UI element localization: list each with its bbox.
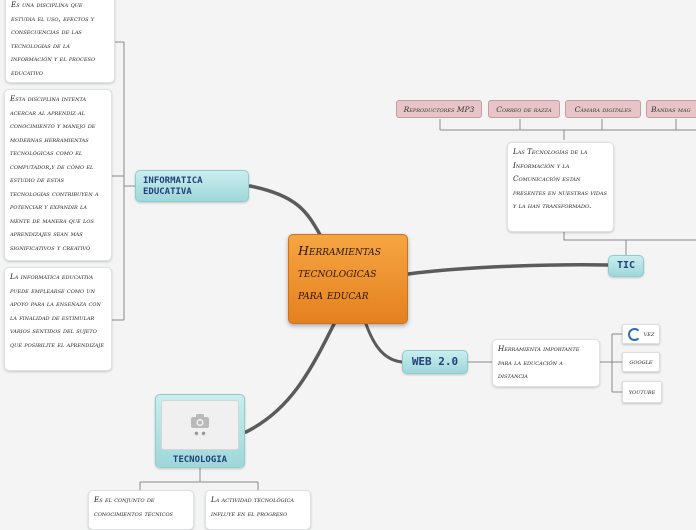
topic-web-label: WEB 2.0 [411, 355, 459, 368]
topic-informatica-label: INFORMATICA EDUCATIVA [143, 176, 203, 197]
topic-web-2-0[interactable]: WEB 2.0 [402, 350, 468, 374]
note-informatica-3-text: La informática educativa puede emplearse… [10, 272, 105, 349]
note-tecnologia-1[interactable]: Es el conjunto de conocimientos técnicos [88, 490, 194, 530]
note-tecnologia-2-text: La actividad tecnológica influye en el p… [211, 495, 295, 518]
carousel-dots: ● ● [194, 430, 206, 437]
central-topic[interactable]: Herramientas tecnologicas para educar [288, 234, 408, 324]
chip-bandas-label: Bandas mag [651, 105, 691, 114]
image-placeholder: ● ● [161, 400, 239, 450]
vez-swirl-icon [627, 327, 641, 341]
chip-reproductores-label: Reproductores MP3 [403, 105, 475, 114]
topic-tic[interactable]: TIC [608, 255, 644, 277]
logo-google[interactable]: google [622, 352, 660, 372]
note-informatica-2-text: Esta disciplina intenta acercar al apren… [10, 94, 99, 252]
topic-informatica-educativa[interactable]: INFORMATICA EDUCATIVA [135, 170, 249, 202]
note-informatica-1-text: Es una disciplina que estudia el uso, ef… [11, 0, 96, 77]
chip-correo-label: Correo de razza [496, 105, 552, 114]
note-informatica-1[interactable]: Es una disciplina que estudia el uso, ef… [5, 0, 115, 83]
chip-reproductores-mp3[interactable]: Reproductores MP3 [396, 100, 482, 118]
note-informatica-3[interactable]: La informática educativa puede emplearse… [4, 267, 112, 371]
note-tic-text: Las Tecnologías de la Información y la C… [513, 147, 607, 210]
topic-tecnologia[interactable]: ● ● TECNOLOGIA [155, 394, 245, 468]
note-web-text: Herramienta importante para la educación… [498, 344, 580, 380]
logo-vez[interactable]: vez [622, 324, 660, 344]
logo-vez-label: vez [643, 330, 655, 338]
logo-youtube-label: youtube [628, 388, 656, 396]
central-title: Herramientas tecnologicas para educar [298, 243, 381, 302]
note-informatica-2[interactable]: Esta disciplina intenta acercar al apren… [4, 89, 112, 261]
chip-camara-digitales[interactable]: Cámara digitales [565, 100, 641, 118]
camera-icon [191, 414, 209, 428]
topic-tecnologia-label: TECNOLOGIA [172, 455, 228, 465]
note-web[interactable]: Herramienta importante para la educación… [492, 339, 600, 387]
note-tic[interactable]: Las Tecnologías de la Información y la C… [507, 142, 614, 232]
chip-bandas-magneticas[interactable]: Bandas mag [646, 100, 696, 118]
note-tecnologia-2[interactable]: La actividad tecnológica influye en el p… [205, 490, 311, 530]
topic-tic-label: TIC [616, 260, 636, 271]
chip-camara-label: Cámara digitales [574, 105, 632, 114]
note-tecnologia-1-text: Es el conjunto de conocimientos técnicos [94, 495, 173, 518]
chip-correo[interactable]: Correo de razza [488, 100, 560, 118]
logo-google-label: google [629, 358, 653, 366]
logo-youtube[interactable]: youtube [622, 381, 662, 403]
